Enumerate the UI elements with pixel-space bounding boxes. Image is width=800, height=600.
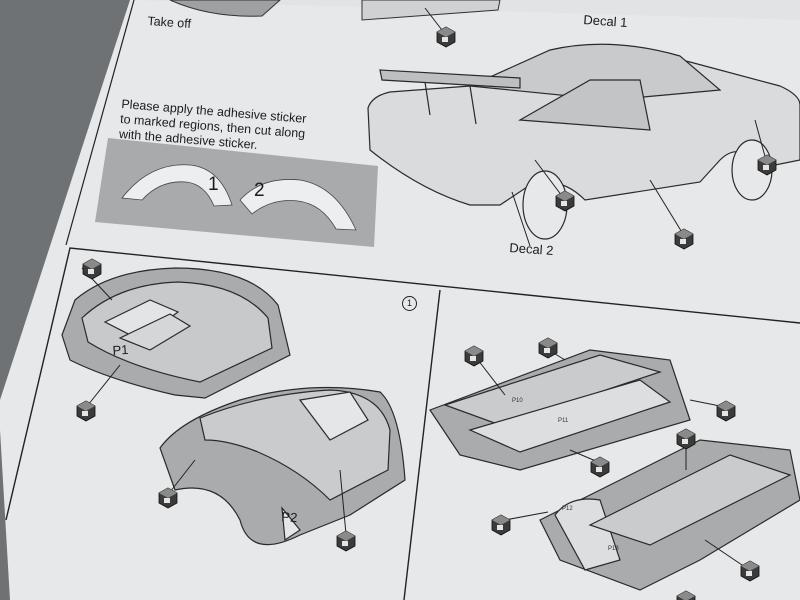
part-p10-p11-drawing [429,349,691,471]
part-p10-label: P10 [512,398,523,404]
part-p11-label: P11 [558,418,569,424]
part-p13-label: P13 [608,546,619,552]
decal-1-label: Decal 1 [582,12,628,31]
panel-divider [403,289,441,600]
sticker-number-1: 1 [208,174,219,195]
part-p12-label: P12 [562,506,573,512]
step-number-badge: 1 [402,296,417,311]
part-p2-label: P2 [280,509,298,526]
page-margin-line [65,0,135,246]
panel-border-top [5,247,800,521]
sticker-sample-panel [95,138,378,247]
decal-2-label: Decal 2 [508,240,554,259]
sticker-number-2: 2 [254,180,265,201]
car-illustration [367,43,800,240]
part-p1-label: P1 [112,341,129,358]
part-p12-p13-drawing [539,439,800,591]
take-off-label: Take off [147,14,192,32]
